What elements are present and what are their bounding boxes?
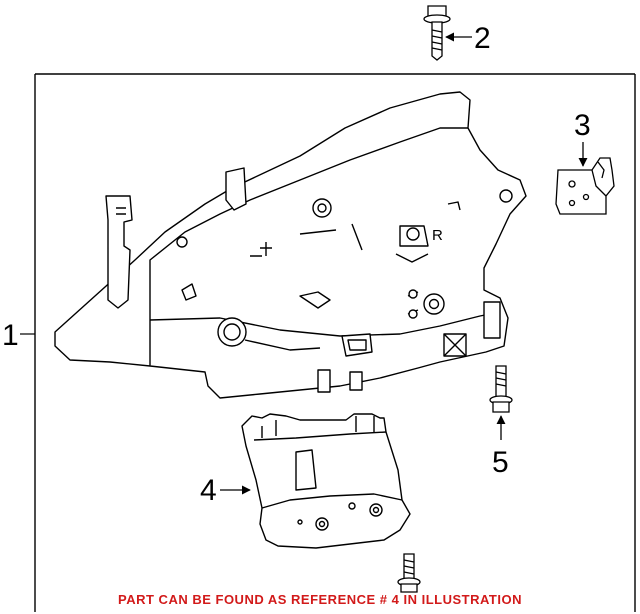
callout-4: 4 [200, 474, 251, 507]
bolt-5 [489, 365, 513, 413]
svg-text:5: 5 [492, 446, 509, 479]
headlamp-housing [54, 91, 527, 399]
callout-2: 2 [445, 22, 491, 55]
svg-text:2: 2 [474, 22, 491, 55]
callout-1: 1 [2, 319, 35, 352]
reference-note: PART CAN BE FOUND AS REFERENCE # 4 IN IL… [118, 592, 522, 607]
svg-text:1: 1 [2, 319, 19, 352]
svg-text:3: 3 [574, 109, 591, 142]
assembly-frame [34, 73, 636, 612]
callout-3: 3 [574, 109, 591, 167]
bolt-2 [423, 5, 451, 61]
bottom-bolt [397, 553, 421, 593]
bracket-3 [555, 157, 615, 215]
part-letter-r: R [432, 227, 443, 244]
lower-bracket-4 [241, 413, 411, 549]
callout-5: 5 [492, 415, 509, 479]
svg-text:4: 4 [200, 474, 217, 507]
